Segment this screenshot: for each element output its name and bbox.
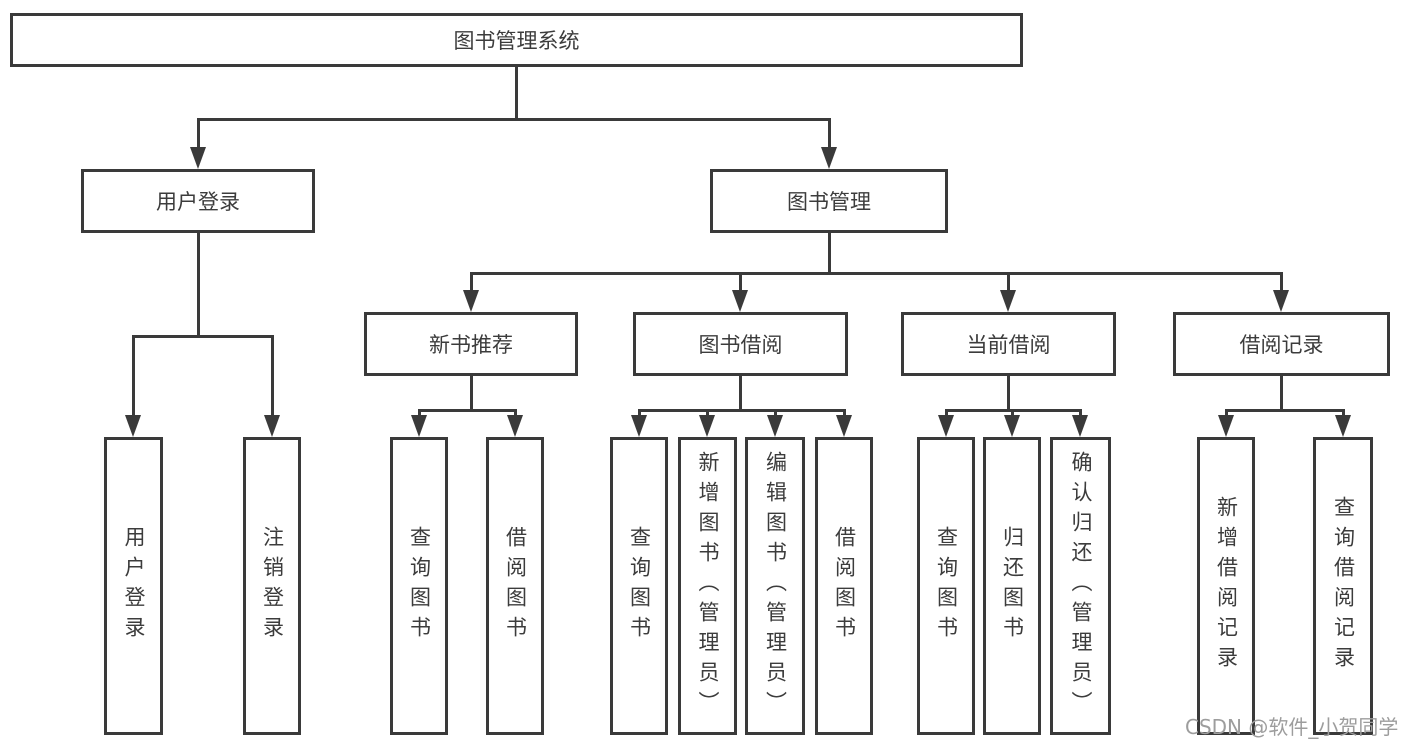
arrow-down-icon <box>836 415 852 437</box>
node-borrowing-records: 借阅记录 <box>1173 312 1390 376</box>
leaf-edit-book-admin: 编辑图书（管理员） <box>745 437 805 735</box>
leaf-borrow-books-borrow: 借阅图书 <box>815 437 873 735</box>
connector-line-horizontal <box>197 118 831 121</box>
leaf-query-books-current: 查询图书 <box>917 437 975 735</box>
connector-stub <box>638 409 641 416</box>
node-label: 借阅记录 <box>1239 333 1324 357</box>
arrow-down-icon <box>1218 415 1234 437</box>
arrow-down-icon <box>938 415 954 437</box>
connector-line-horizontal <box>470 272 1283 275</box>
arrow-down-icon <box>732 290 748 312</box>
connector-stub <box>1342 409 1345 416</box>
node-label: 图书管理 <box>787 190 871 214</box>
connector-line-horizontal <box>1225 409 1345 412</box>
connector-line-vertical <box>1280 376 1283 412</box>
arrow-down-icon <box>463 290 479 312</box>
node-label: 新书推荐 <box>429 333 513 357</box>
connector-stub <box>470 272 473 291</box>
connector-stub <box>271 335 274 416</box>
arrow-down-icon <box>1004 415 1020 437</box>
arrow-down-icon <box>1335 415 1351 437</box>
connector-stub <box>197 118 200 148</box>
leaf-add-book-admin: 新增图书（管理员） <box>678 437 737 735</box>
connector-stub <box>843 409 846 416</box>
connector-stub <box>774 409 777 416</box>
arrow-down-icon <box>1273 290 1289 312</box>
node-label: 新增借阅记录 <box>1214 496 1239 676</box>
connector-stub <box>1011 409 1014 416</box>
connector-stub <box>514 409 517 416</box>
node-label: 注销登录 <box>260 526 285 646</box>
node-label: 借阅图书 <box>832 526 857 646</box>
leaf-query-borrow-record: 查询借阅记录 <box>1313 437 1373 735</box>
node-label: 查询图书 <box>627 526 652 646</box>
node-label: 确认归还（管理员） <box>1069 451 1093 721</box>
arrow-down-icon <box>767 415 783 437</box>
arrow-down-icon <box>507 415 523 437</box>
connector-stub <box>1225 409 1228 416</box>
arrow-down-icon <box>1072 415 1088 437</box>
arrow-down-icon <box>264 415 280 437</box>
leaf-return-book: 归还图书 <box>983 437 1041 735</box>
node-label: 查询借阅记录 <box>1331 496 1356 676</box>
leaf-borrow-books-recommend: 借阅图书 <box>486 437 544 735</box>
leaf-logout: 注销登录 <box>243 437 301 735</box>
connector-stub <box>828 118 831 148</box>
node-label: 查询图书 <box>934 526 959 646</box>
node-label: 当前借阅 <box>966 333 1051 357</box>
node-label: 归还图书 <box>1000 526 1025 646</box>
node-label: 用户登录 <box>156 190 240 214</box>
connector-line-horizontal <box>638 409 846 412</box>
arrow-down-icon <box>699 415 715 437</box>
node-library-system: 图书管理系统 <box>10 13 1023 67</box>
arrow-down-icon <box>411 415 427 437</box>
node-label: 用户登录 <box>122 526 146 646</box>
arrow-down-icon <box>190 147 206 169</box>
leaf-add-borrow-record: 新增借阅记录 <box>1197 437 1255 735</box>
node-new-book-recommend: 新书推荐 <box>364 312 578 376</box>
connector-stub <box>945 409 948 416</box>
connector-line-horizontal <box>132 335 274 338</box>
arrow-down-icon <box>631 415 647 437</box>
node-label: 新增图书（管理员） <box>696 451 720 721</box>
leaf-query-books-borrow: 查询图书 <box>610 437 668 735</box>
node-label: 编辑图书（管理员） <box>763 451 788 721</box>
connector-line-vertical <box>470 376 473 412</box>
node-current-borrowing: 当前借阅 <box>901 312 1116 376</box>
node-label: 借阅图书 <box>503 526 528 646</box>
arrow-down-icon <box>821 147 837 169</box>
node-label: 图书借阅 <box>698 333 783 357</box>
node-book-management: 图书管理 <box>710 169 948 233</box>
leaf-user-login: 用户登录 <box>104 437 163 735</box>
connector-line-vertical <box>515 67 518 121</box>
connector-line-vertical <box>1007 376 1010 412</box>
connector-stub <box>739 272 742 291</box>
arrow-down-icon <box>125 415 141 437</box>
connector-stub <box>1007 272 1010 291</box>
connector-line-vertical <box>197 233 200 338</box>
node-book-borrowing: 图书借阅 <box>633 312 848 376</box>
connector-stub <box>132 335 135 416</box>
arrow-down-icon <box>1000 290 1016 312</box>
node-label: 图书管理系统 <box>453 29 580 53</box>
connector-stub <box>1280 272 1283 291</box>
connector-stub <box>706 409 709 416</box>
connector-stub <box>418 409 421 416</box>
connector-stub <box>1079 409 1082 416</box>
leaf-query-books-recommend: 查询图书 <box>390 437 448 735</box>
node-label: 查询图书 <box>407 526 432 646</box>
connector-line-horizontal <box>418 409 517 412</box>
connector-line-vertical <box>739 376 742 412</box>
node-user-login-group: 用户登录 <box>81 169 315 233</box>
leaf-confirm-return-admin: 确认归还（管理员） <box>1050 437 1111 735</box>
watermark-text: CSDN @软件_小贺同学 <box>1185 715 1399 739</box>
connector-line-vertical <box>828 233 831 275</box>
